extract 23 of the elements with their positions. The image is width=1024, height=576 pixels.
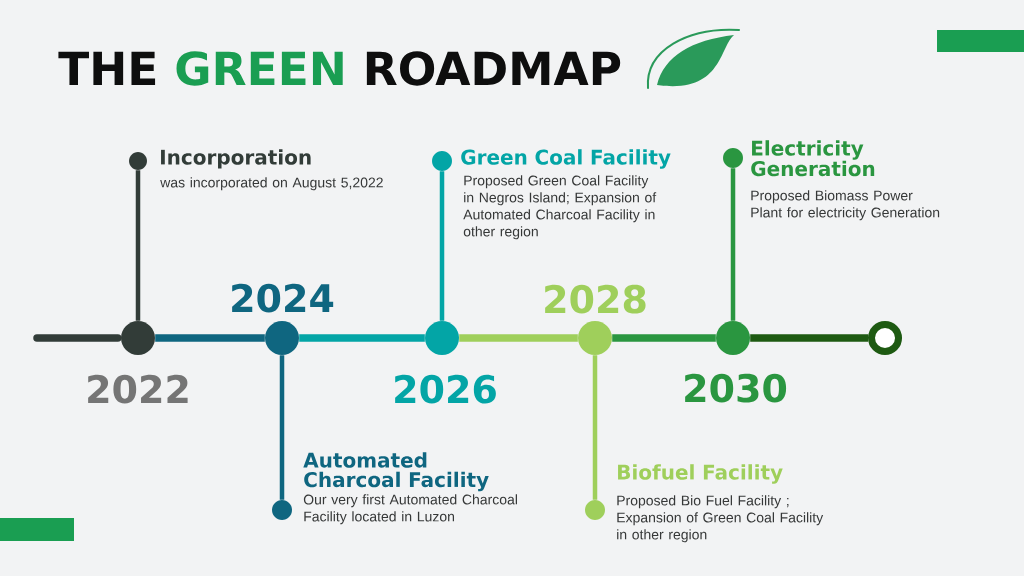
milestone-heading: Biofuel Facility: [618, 464, 783, 484]
year-label: 2022: [88, 374, 188, 404]
milestone-text: Proposed Green Coal Facility in Negros Island; Expansion of Automated Charcoal Facility in other region: [463, 175, 657, 240]
title: THE GREEN ROADMAP: [58, 51, 621, 86]
milestone-text: Proposed Biomass Power Plant for electricity Generation: [751, 190, 940, 221]
year-label: 2026: [395, 374, 496, 404]
timeline-line: [33, 334, 122, 342]
milestone-text: Proposed Bio Fuel Facility ; Expansion of Green Coal Facility in other region: [617, 495, 824, 543]
stem-line: [730, 168, 736, 321]
year-label: 2028: [545, 284, 646, 314]
year-label: 2030: [685, 373, 787, 403]
milestone-heading: Green Coal Facility: [461, 149, 671, 169]
stem-line: [439, 171, 445, 321]
milestone-text: Our very first Automated Charcoal Facility located in Luzon: [303, 494, 517, 525]
stem-line: [279, 355, 285, 500]
year-label: 2024: [232, 283, 334, 313]
milestone-heading: Electricity Generation: [751, 140, 875, 177]
milestone-text: was incorporated on August 5,2022: [160, 177, 383, 191]
milestone-heading: Incorporation: [161, 149, 311, 169]
end-ring: [868, 321, 902, 355]
milestone-heading: Automated Charcoal Facility: [303, 452, 489, 492]
stem-line: [135, 170, 141, 321]
stem-line: [592, 355, 598, 500]
